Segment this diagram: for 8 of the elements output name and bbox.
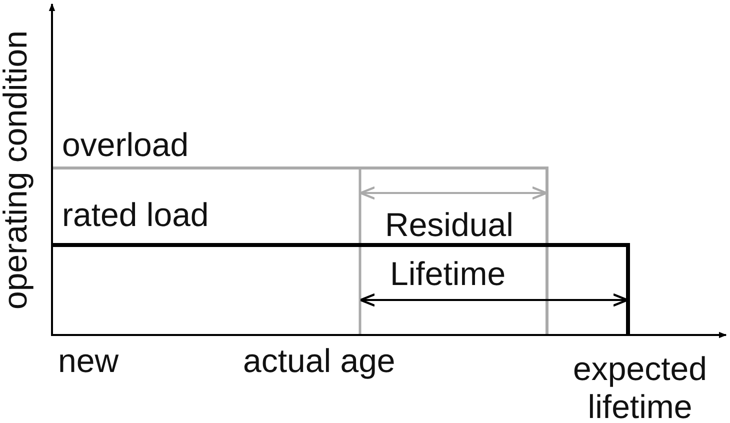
line-label: rated load (62, 197, 209, 233)
tick-label: new (58, 343, 119, 379)
dimension-label: Lifetime (390, 256, 506, 292)
tick-label: actual age (243, 343, 396, 379)
dimension-label: Residual (385, 207, 514, 243)
axis-label: operating condition (0, 30, 33, 310)
tick-label: expected lifetime (572, 350, 708, 423)
line-label: overload (62, 127, 189, 163)
